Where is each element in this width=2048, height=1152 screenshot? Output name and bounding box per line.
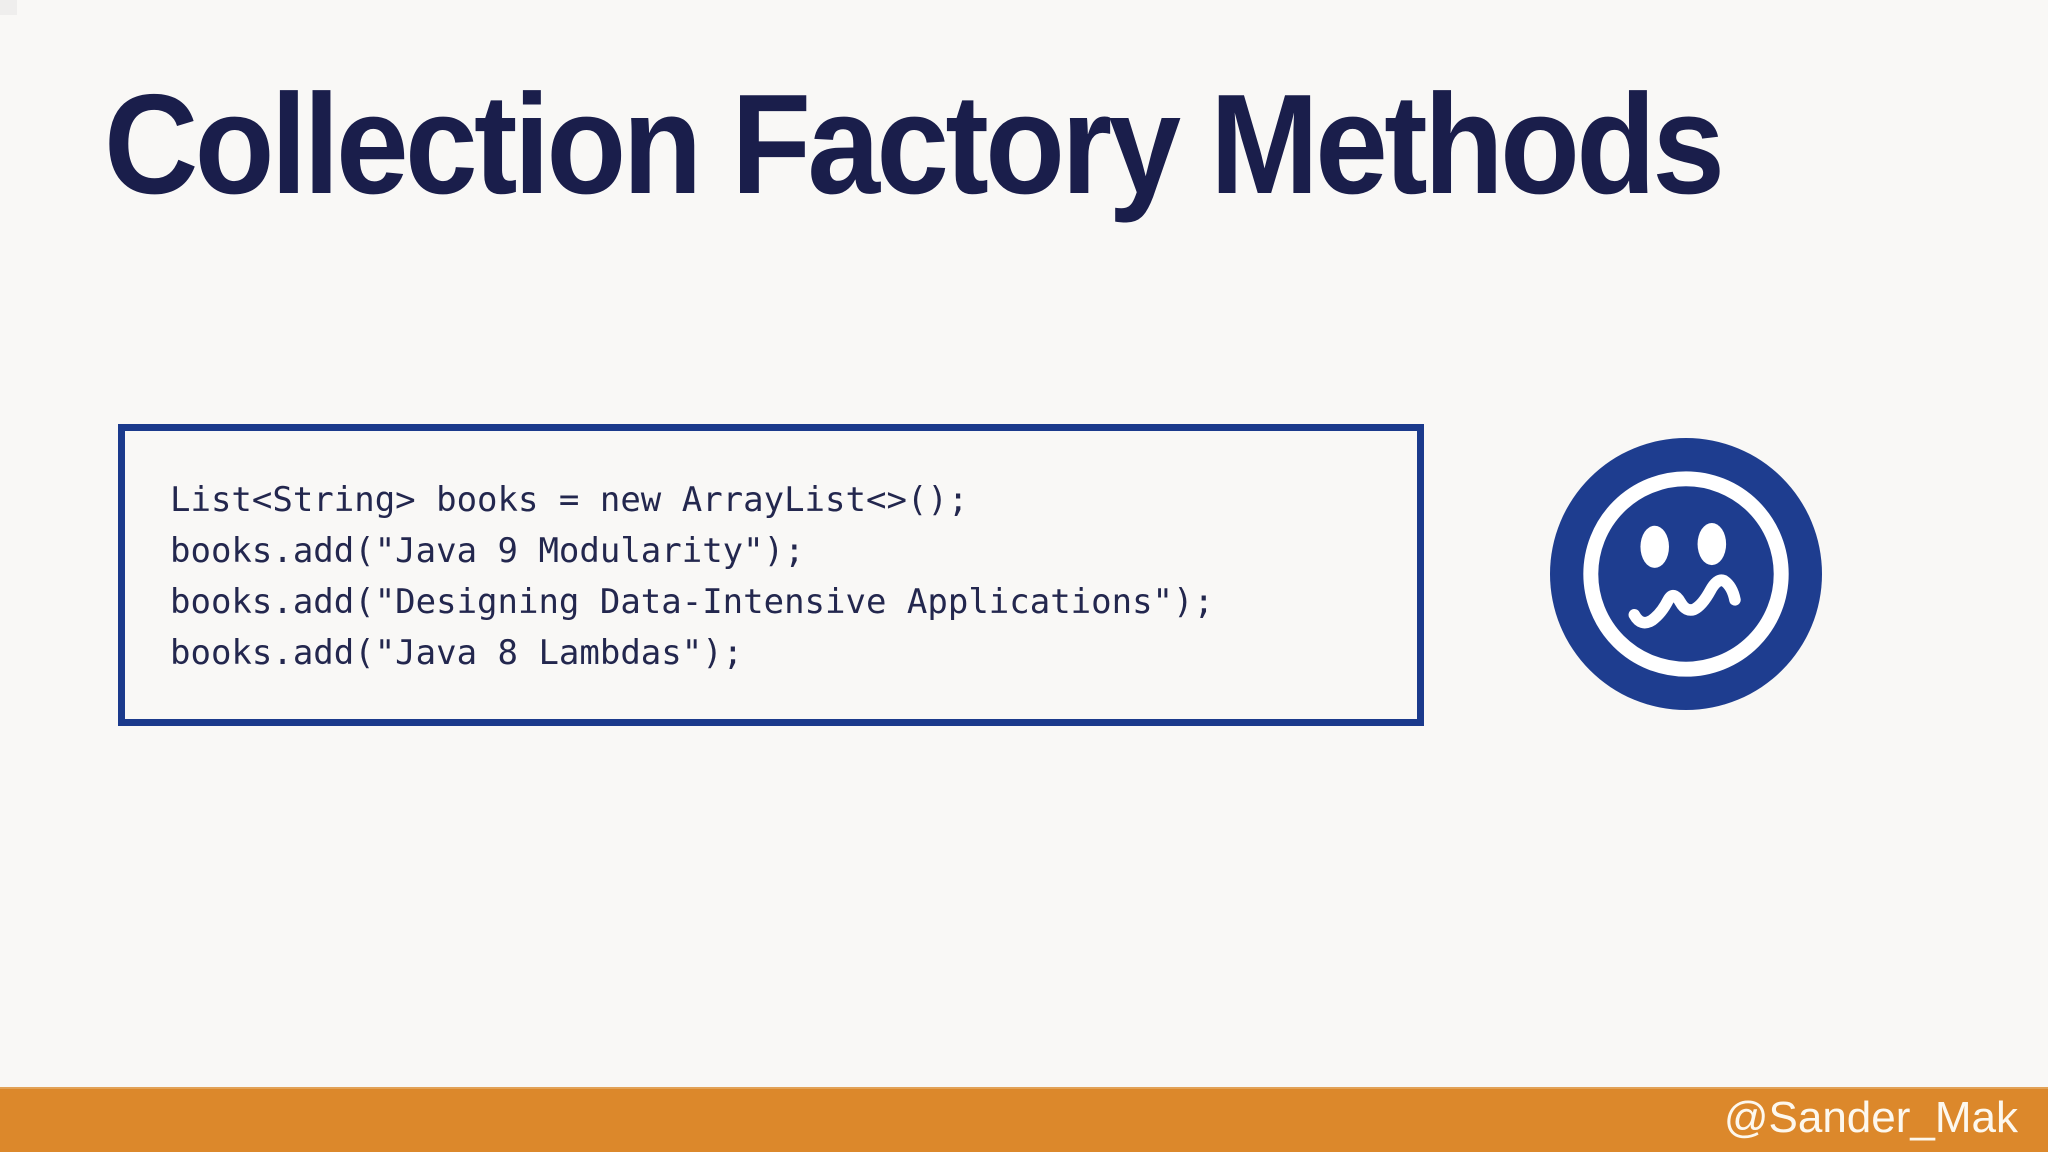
code-block: List<String> books = new ArrayList<>(); … [118, 424, 1424, 726]
code-line: books.add("Designing Data-Intensive Appl… [170, 582, 1214, 622]
code-line: books.add("Java 9 Modularity"); [170, 531, 805, 571]
corner-artifact [0, 0, 17, 15]
twitter-handle: @Sander_Mak [1723, 1092, 2018, 1142]
code-line: List<String> books = new ArrayList<>(); [170, 480, 969, 520]
footer-bar: @Sander_Mak [0, 1087, 2048, 1152]
page-title: Collection Factory Methods [104, 65, 1725, 224]
code-line: books.add("Java 8 Lambdas"); [170, 633, 744, 673]
confused-face-icon [1550, 438, 1822, 710]
